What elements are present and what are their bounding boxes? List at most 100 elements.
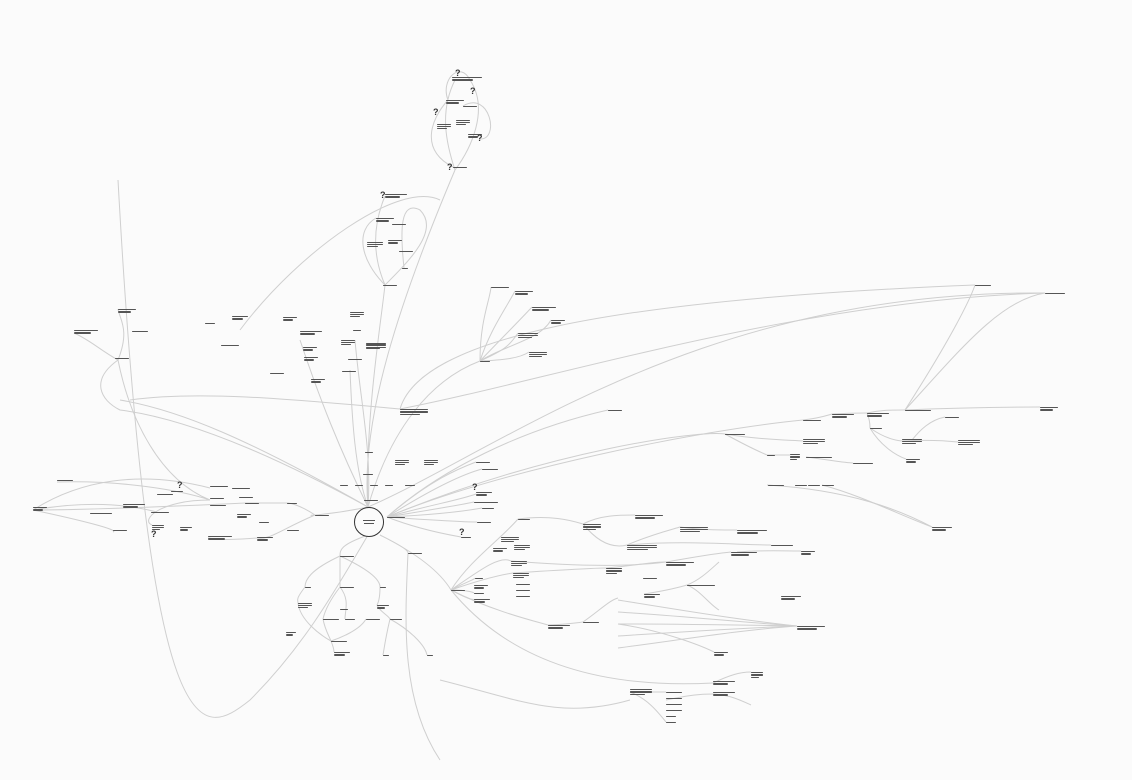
- mind-map-node[interactable]: [132, 331, 148, 336]
- mind-map-node[interactable]: [906, 459, 920, 464]
- mind-map-node[interactable]: [518, 519, 530, 524]
- mind-map-node[interactable]: [123, 504, 145, 509]
- mind-map-node[interactable]: [714, 652, 728, 657]
- mind-map-node[interactable]: [311, 379, 325, 384]
- mind-map-node[interactable]: [424, 460, 438, 465]
- mind-map-node[interactable]: [239, 497, 253, 502]
- mind-map-node[interactable]: [713, 681, 735, 686]
- mind-map-node[interactable]: [342, 371, 356, 376]
- mind-map-node[interactable]: [767, 455, 775, 460]
- mind-map-node[interactable]: [529, 352, 547, 357]
- mind-map-node[interactable]: [287, 503, 297, 508]
- central-topic-node[interactable]: [354, 507, 384, 537]
- mind-map-node[interactable]: [115, 358, 129, 363]
- mind-map-node[interactable]: [518, 333, 538, 338]
- mind-map-node[interactable]: [680, 527, 708, 532]
- mind-map-node[interactable]: [781, 596, 801, 601]
- mind-map-node[interactable]: [513, 573, 529, 578]
- mind-map-node[interactable]: [283, 317, 297, 322]
- mind-map-node[interactable]: [367, 242, 383, 247]
- mind-map-node[interactable]: [221, 345, 239, 350]
- mind-map-node[interactable]: [363, 474, 373, 479]
- mind-map-node[interactable]: [751, 693, 763, 698]
- mind-map-node[interactable]: [516, 590, 530, 595]
- mind-map-node[interactable]: [480, 361, 490, 366]
- mind-map-node[interactable]: [74, 330, 98, 335]
- mind-map-node[interactable]: [932, 527, 952, 532]
- mind-map-node[interactable]: [113, 530, 127, 535]
- mind-map-node[interactable]: [867, 413, 889, 418]
- mind-map-node[interactable]: [345, 619, 355, 624]
- mind-map-node[interactable]: [725, 434, 745, 439]
- mind-map-node[interactable]: [388, 240, 402, 245]
- mind-map-node[interactable]: [232, 316, 248, 321]
- mind-map-node[interactable]: [608, 410, 622, 415]
- mind-map-node[interactable]: [511, 561, 527, 566]
- mind-map-node[interactable]: [902, 439, 922, 444]
- mind-map-node[interactable]: [287, 530, 299, 535]
- mind-map-node[interactable]: [666, 562, 694, 567]
- mind-map-node[interactable]: [515, 291, 533, 296]
- mind-map-node[interactable]: [461, 537, 471, 542]
- mind-map-node[interactable]: [366, 619, 380, 624]
- mind-map-node[interactable]: [666, 698, 682, 703]
- mind-map-node[interactable]: [315, 515, 329, 520]
- mind-map-node[interactable]: [644, 594, 660, 599]
- mind-map-node[interactable]: [298, 603, 312, 608]
- mind-map-node[interactable]: [353, 330, 361, 335]
- mind-map-node[interactable]: [237, 514, 251, 519]
- mind-map-node[interactable]: [468, 134, 482, 139]
- mind-map-node[interactable]: [476, 492, 492, 497]
- mind-map-node[interactable]: [340, 556, 354, 561]
- mind-map-node[interactable]: [364, 500, 378, 505]
- mind-map-node[interactable]: [334, 652, 350, 657]
- mind-map-node[interactable]: [482, 508, 494, 513]
- mind-map-node[interactable]: [331, 641, 347, 646]
- mind-map-node[interactable]: [383, 655, 389, 660]
- mind-map-node[interactable]: [474, 599, 490, 604]
- mind-map-node[interactable]: [666, 704, 682, 709]
- mind-map-node[interactable]: [390, 619, 402, 624]
- mind-map-node[interactable]: [385, 485, 393, 490]
- mind-map-node[interactable]: [232, 488, 250, 493]
- mind-map-node[interactable]: [790, 454, 800, 459]
- mind-map-node[interactable]: [210, 505, 226, 510]
- mind-map-node[interactable]: [245, 503, 259, 508]
- mind-map-node[interactable]: [583, 524, 601, 529]
- mind-map-node[interactable]: [474, 585, 488, 590]
- mind-map-node[interactable]: [795, 485, 807, 490]
- mind-map-node[interactable]: [687, 585, 715, 590]
- mind-map-node[interactable]: [643, 578, 657, 583]
- mind-map-node[interactable]: [516, 584, 530, 589]
- mind-map-node[interactable]: [1040, 407, 1058, 412]
- mind-map-node[interactable]: [323, 619, 339, 624]
- mind-map-node[interactable]: [1045, 293, 1065, 298]
- mind-map-node[interactable]: [719, 562, 735, 567]
- mind-map-node[interactable]: [945, 417, 959, 422]
- mind-map-node[interactable]: [501, 537, 519, 542]
- mind-map-node[interactable]: [771, 545, 793, 550]
- mind-map-node[interactable]: [370, 485, 378, 490]
- mind-map-node[interactable]: [355, 485, 363, 490]
- mind-map-node[interactable]: [180, 527, 192, 532]
- mind-map-node[interactable]: [387, 517, 405, 522]
- mind-map-node[interactable]: [806, 457, 832, 462]
- mind-map-node[interactable]: [453, 167, 467, 172]
- mind-map-node[interactable]: [618, 598, 632, 603]
- mind-map-node[interactable]: [768, 485, 784, 490]
- mind-map-node[interactable]: [376, 218, 394, 223]
- mind-map-node[interactable]: [803, 439, 825, 444]
- mind-map-node[interactable]: [377, 605, 389, 610]
- mind-map-node[interactable]: [405, 485, 415, 490]
- mind-map-node[interactable]: [270, 373, 284, 378]
- mind-map-node[interactable]: [90, 513, 112, 518]
- mind-map-node[interactable]: [408, 553, 422, 558]
- mind-map-node[interactable]: [731, 552, 757, 557]
- mind-map-node[interactable]: [583, 622, 599, 627]
- mind-map-node[interactable]: [451, 590, 465, 595]
- mind-map-node[interactable]: [737, 530, 767, 535]
- mind-map-node[interactable]: [210, 498, 224, 503]
- mind-map-node[interactable]: [452, 77, 482, 82]
- mind-map-node[interactable]: [713, 692, 735, 697]
- mind-map-node[interactable]: [300, 331, 322, 336]
